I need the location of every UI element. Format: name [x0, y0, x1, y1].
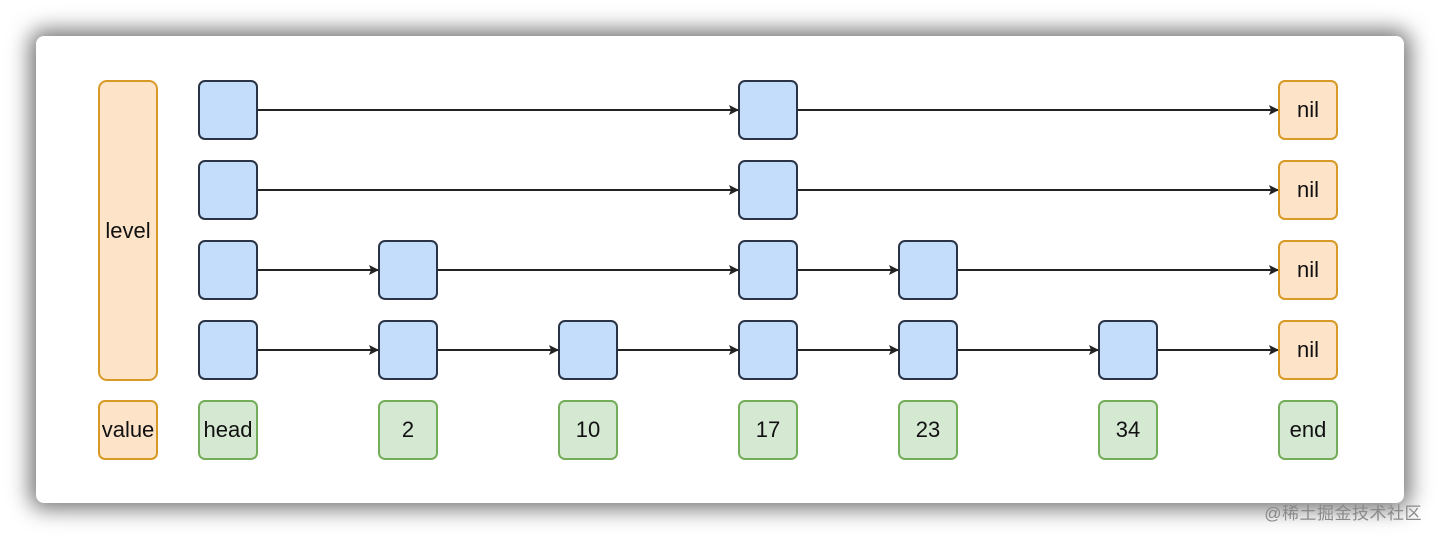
skip-node-2-level-2 [378, 240, 438, 300]
skip-node-2-level-1 [378, 320, 438, 380]
level-label: level [98, 80, 158, 381]
nil-node-level-3: nil [1278, 160, 1338, 220]
arrow-layer [258, 105, 1279, 355]
value-node-head: head [198, 400, 258, 460]
skip-node-head-level-4 [198, 80, 258, 140]
skip-node-head-level-1 [198, 320, 258, 380]
value-node-17: 17 [738, 400, 798, 460]
value-label: value [98, 400, 158, 460]
value-node-end: end [1278, 400, 1338, 460]
value-node-34: 34 [1098, 400, 1158, 460]
skip-node-10-level-1 [558, 320, 618, 380]
skip-node-17-level-1 [738, 320, 798, 380]
watermark: @稀土掘金技术社区 [1264, 504, 1422, 523]
value-node-23: 23 [898, 400, 958, 460]
skip-node-34-level-1 [1098, 320, 1158, 380]
value-node-10: 10 [558, 400, 618, 460]
nil-node-level-4: nil [1278, 80, 1338, 140]
skip-node-head-level-3 [198, 160, 258, 220]
skip-node-17-level-4 [738, 80, 798, 140]
value-node-2: 2 [378, 400, 438, 460]
skip-node-17-level-3 [738, 160, 798, 220]
skip-node-23-level-1 [898, 320, 958, 380]
skip-node-23-level-2 [898, 240, 958, 300]
skip-node-head-level-2 [198, 240, 258, 300]
skip-node-17-level-2 [738, 240, 798, 300]
nil-node-level-2: nil [1278, 240, 1338, 300]
nil-node-level-1: nil [1278, 320, 1338, 380]
